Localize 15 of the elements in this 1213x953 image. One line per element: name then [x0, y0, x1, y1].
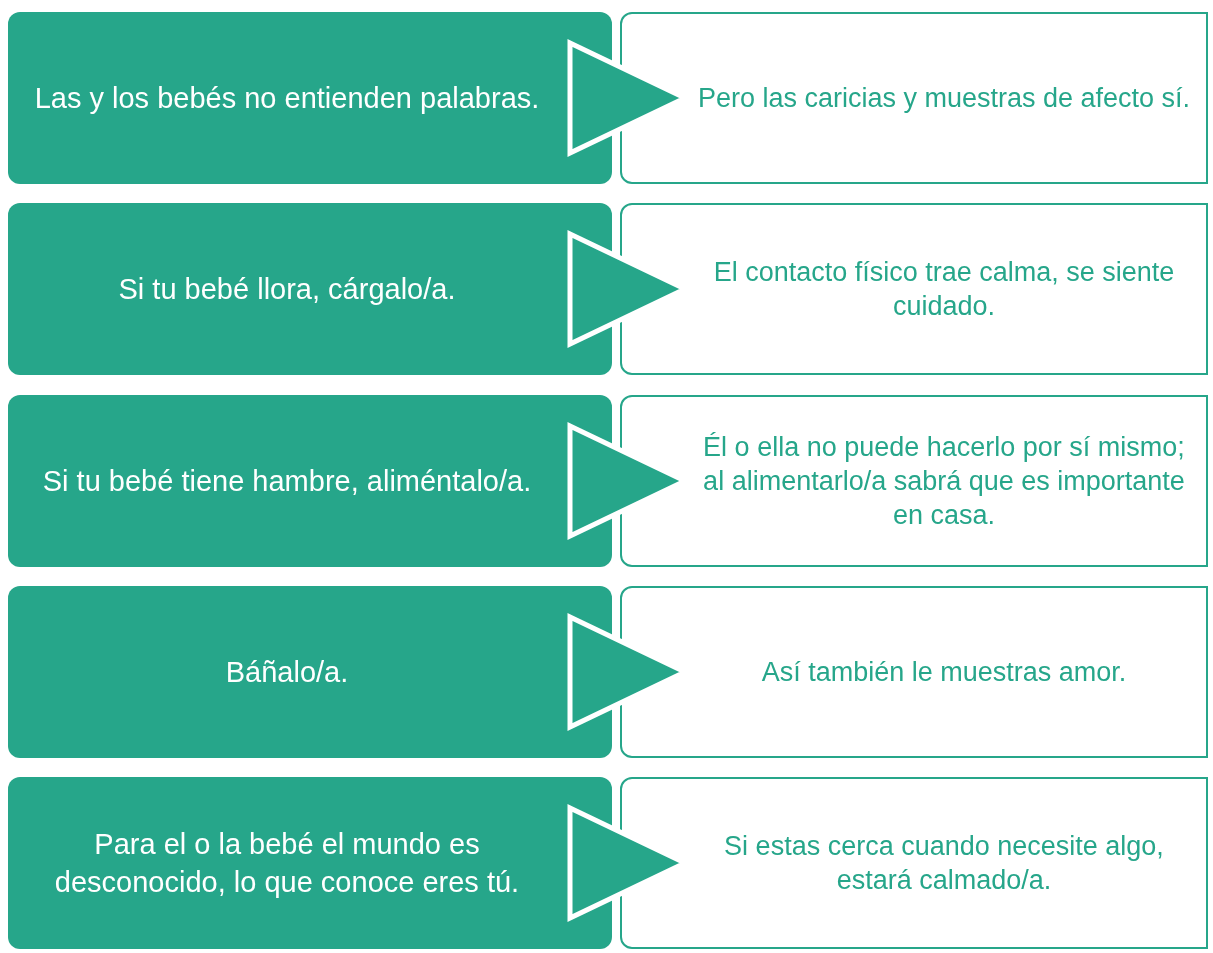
- box-text: Así también le muestras amor.: [761, 656, 1127, 689]
- box-text: Pero las caricias y muestras de afecto sí.: [697, 82, 1191, 115]
- box-text: Las y los bebés no entienden palabras.: [34, 81, 540, 116]
- box-text: Si estas cerca cuando necesite algo, estará calmado/a.: [723, 830, 1165, 897]
- response-box: [620, 395, 1208, 567]
- response-box: [620, 203, 1208, 375]
- box-text: Si tu bebé llora, cárgalo/a.: [118, 272, 456, 307]
- box-text: Báñalo/a.: [225, 655, 349, 690]
- response-box: [620, 586, 1208, 758]
- response-box: [620, 12, 1208, 184]
- box-text: Él o ella no puede hacerlo por sí mismo; al alimentarlo/a sabrá que es importante en casa.: [702, 431, 1186, 532]
- box-text: Si tu bebé tiene hambre, aliméntalo/a.: [42, 464, 532, 499]
- box-text: El contacto físico trae calma, se siente cuidado.: [712, 256, 1176, 323]
- box-text: Para el o la bebé el mundo es desconocido, lo que conoce eres tú.: [53, 827, 521, 900]
- response-box: [620, 777, 1208, 949]
